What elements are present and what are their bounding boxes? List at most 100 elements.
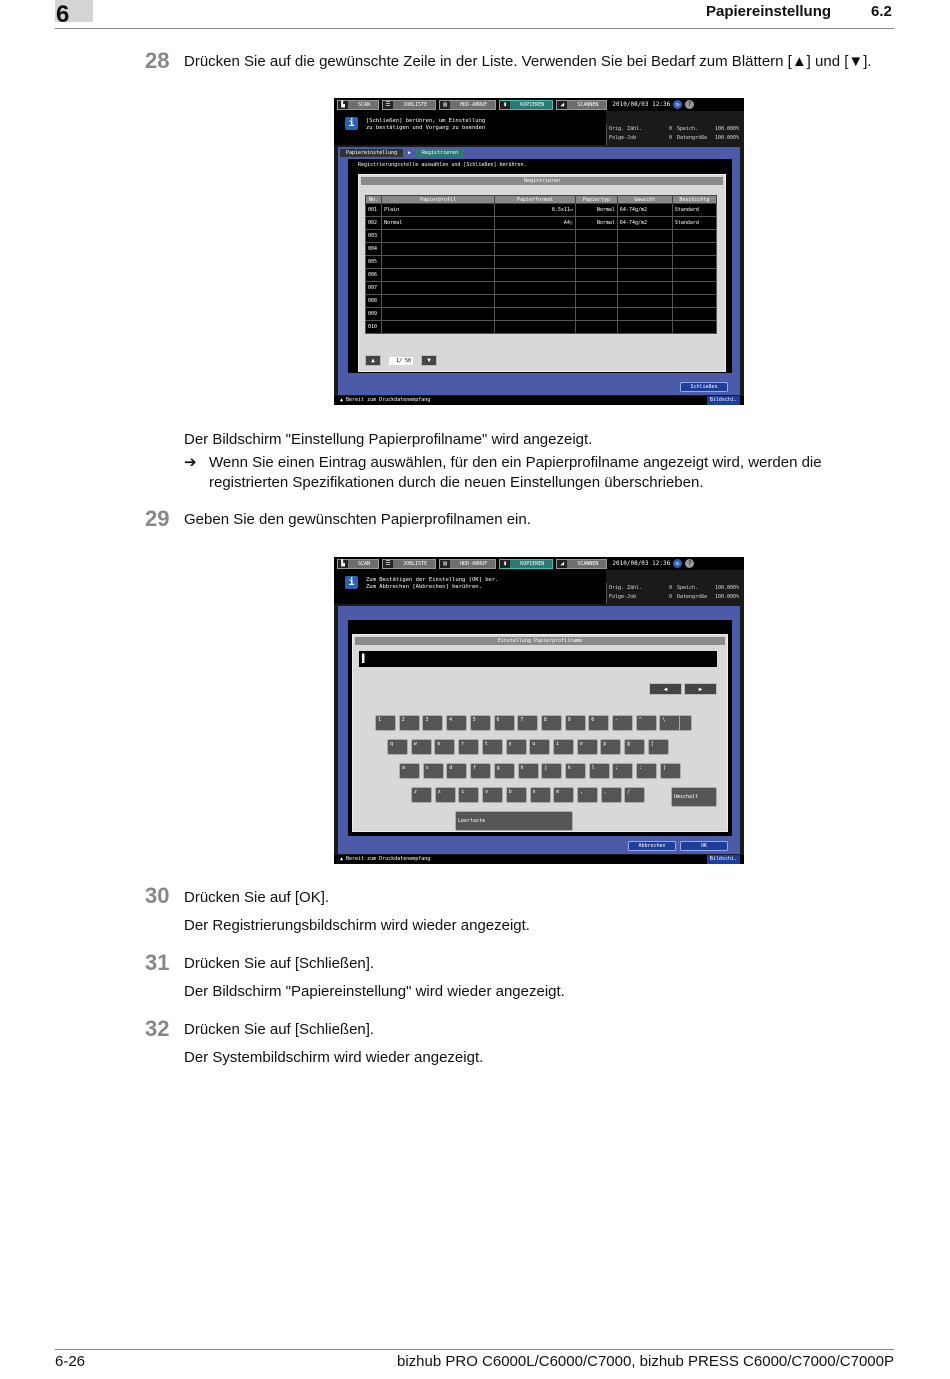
cursor-right-button[interactable]: ▶ — [684, 683, 717, 695]
profile-name-panel: Einstellung Papierprofilname ▌ ◀ ▶ Entf … — [352, 634, 728, 832]
breadcrumb-papiereinstellung[interactable]: Papiereinstellung — [340, 149, 404, 157]
keyboard-key[interactable]: ] — [659, 763, 681, 779]
cancel-button[interactable]: Abbrechen — [628, 841, 676, 851]
table-row[interactable]: 007 — [364, 281, 718, 295]
keyboard-key[interactable]: k — [564, 763, 586, 779]
tab-scannen[interactable]: ◢SCANNEN — [556, 99, 608, 110]
keyboard-key[interactable]: 3 — [422, 715, 444, 731]
table-row[interactable]: 005 — [364, 255, 718, 269]
table-cell: A4▯ — [494, 216, 576, 230]
space-key[interactable]: Leertaste — [455, 811, 573, 831]
keyboard-key[interactable]: c — [458, 787, 480, 803]
keyboard-key[interactable]: v — [482, 787, 504, 803]
keyboard-key[interactable]: - — [612, 715, 633, 731]
keyboard-key[interactable]: @ — [624, 739, 645, 755]
tab-scan[interactable]: ▙SCAN — [337, 558, 380, 569]
keyboard-key[interactable]: 9 — [564, 715, 586, 731]
table-cell: 64-74g/m2 — [616, 216, 673, 230]
keyboard-key[interactable]: h — [517, 763, 539, 779]
keyboard-key[interactable]: a — [399, 763, 420, 779]
help-icon[interactable]: ? — [685, 559, 695, 568]
table-cell — [671, 281, 718, 295]
keyboard-key[interactable]: o — [576, 739, 598, 755]
table-cell: Normal — [574, 203, 618, 217]
keyboard-key[interactable]: e — [434, 739, 456, 755]
close-button[interactable]: Schließen — [680, 382, 728, 392]
keyboard-key[interactable]: : — [636, 763, 657, 779]
keyboard-key[interactable]: z — [411, 787, 432, 803]
table-row[interactable]: 004 — [364, 242, 718, 256]
keyboard-key[interactable]: 0 — [588, 715, 610, 731]
tab-kopieren[interactable]: ▮KOPIEREN — [499, 99, 554, 110]
keyboard-key[interactable]: 4 — [446, 715, 468, 731]
keyboard-key[interactable]: u — [529, 739, 551, 755]
keyboard-key[interactable]: x — [434, 787, 456, 803]
screen1-status-right[interactable]: Bildschi. — [706, 396, 740, 405]
breadcrumb-arrow-icon: ▶ — [408, 150, 412, 156]
keyboard-key[interactable]: l — [588, 763, 610, 779]
table-row[interactable]: 003 — [364, 229, 718, 243]
profile-name-input[interactable]: ▌ — [359, 651, 717, 667]
status-info-icon[interactable]: ↻ — [673, 559, 683, 568]
keyboard-key[interactable]: s — [422, 763, 444, 779]
keyboard-key[interactable]: j — [541, 763, 563, 779]
screen1-message-line2: zu bestätigen und Vorgang zu beenden — [366, 125, 486, 131]
keyboard-key[interactable]: m — [553, 787, 575, 803]
table-cell — [381, 294, 496, 308]
breadcrumb-registrieren[interactable]: Registrieren — [416, 149, 465, 157]
tab-hdd-abruf[interactable]: ▤HDD-ABRUF — [439, 558, 497, 569]
keyboard-key[interactable]: , — [576, 787, 598, 803]
keyboard-key[interactable]: i — [552, 739, 574, 755]
keyboard-key[interactable]: d — [446, 763, 468, 779]
keyboard-key[interactable]: t — [481, 739, 503, 755]
table-row[interactable]: 010 — [364, 320, 718, 334]
keyboard-key[interactable]: r — [458, 739, 480, 755]
chapter-number: 6 — [56, 1, 70, 28]
tab-scan[interactable]: ▙SCAN — [337, 99, 380, 110]
screen1-status-text: Bereit zum Druckdatenempfang — [346, 397, 431, 403]
registration-panel: Registrieren No. Papierprofil Papierform… — [358, 174, 726, 372]
info-icon: i — [345, 117, 358, 130]
keyboard-key[interactable]: y — [505, 739, 527, 755]
ok-button[interactable]: OK — [680, 841, 728, 851]
tab-jobliste[interactable]: ☰JOBLISTE — [382, 99, 437, 110]
tab-scannen[interactable]: ◢SCANNEN — [556, 558, 608, 569]
keyboard-key[interactable]: 6 — [493, 715, 515, 731]
status-info-icon[interactable]: ↻ — [673, 100, 683, 109]
help-icon[interactable]: ? — [685, 100, 695, 109]
keyboard-key[interactable]: [ — [647, 739, 669, 755]
tab-jobliste[interactable]: ☰JOBLISTE — [382, 558, 437, 569]
table-cell: Normal — [381, 216, 496, 230]
scroll-up-button[interactable]: ▲ — [365, 355, 381, 366]
tab-kopieren[interactable]: ▮KOPIEREN — [499, 558, 554, 569]
keyboard-key[interactable]: 1 — [375, 715, 396, 731]
keyboard-key[interactable]: p — [600, 739, 622, 755]
keyboard-key[interactable]: ^ — [635, 715, 657, 731]
keyboard-key[interactable]: 8 — [540, 715, 562, 731]
keyboard-key[interactable]: n — [529, 787, 551, 803]
keyboard-key[interactable]: 7 — [517, 715, 539, 731]
table-row[interactable]: 006 — [364, 268, 718, 282]
keyboard-key[interactable]: f — [470, 763, 492, 779]
keyboard-key[interactable]: . — [600, 787, 622, 803]
keyboard-key[interactable]: q — [387, 739, 408, 755]
cursor-left-button[interactable]: ◀ — [649, 683, 682, 695]
tab-hdd-abruf[interactable]: ▤HDD-ABRUF — [439, 99, 497, 110]
keyboard-key[interactable]: 2 — [398, 715, 420, 731]
keyboard-key[interactable]: w — [410, 739, 432, 755]
keyboard-key[interactable]: ; — [612, 763, 634, 779]
screen2-status-right[interactable]: Bildschi. — [706, 855, 740, 864]
keyboard-key[interactable]: b — [505, 787, 527, 803]
keyboard-key[interactable]: 5 — [469, 715, 491, 731]
scanner-icon: ◢ — [557, 100, 568, 109]
keyboard-key[interactable]: \ — [659, 715, 681, 731]
table-row[interactable]: 009 — [364, 307, 718, 321]
keyboard-key[interactable]: g — [493, 763, 515, 779]
keyboard-key[interactable]: / — [624, 787, 646, 803]
table-cell — [494, 320, 576, 334]
shift-key[interactable]: Umschalt — [671, 787, 717, 807]
table-row[interactable]: 008 — [364, 294, 718, 308]
scroll-down-button[interactable]: ▼ — [421, 355, 437, 366]
